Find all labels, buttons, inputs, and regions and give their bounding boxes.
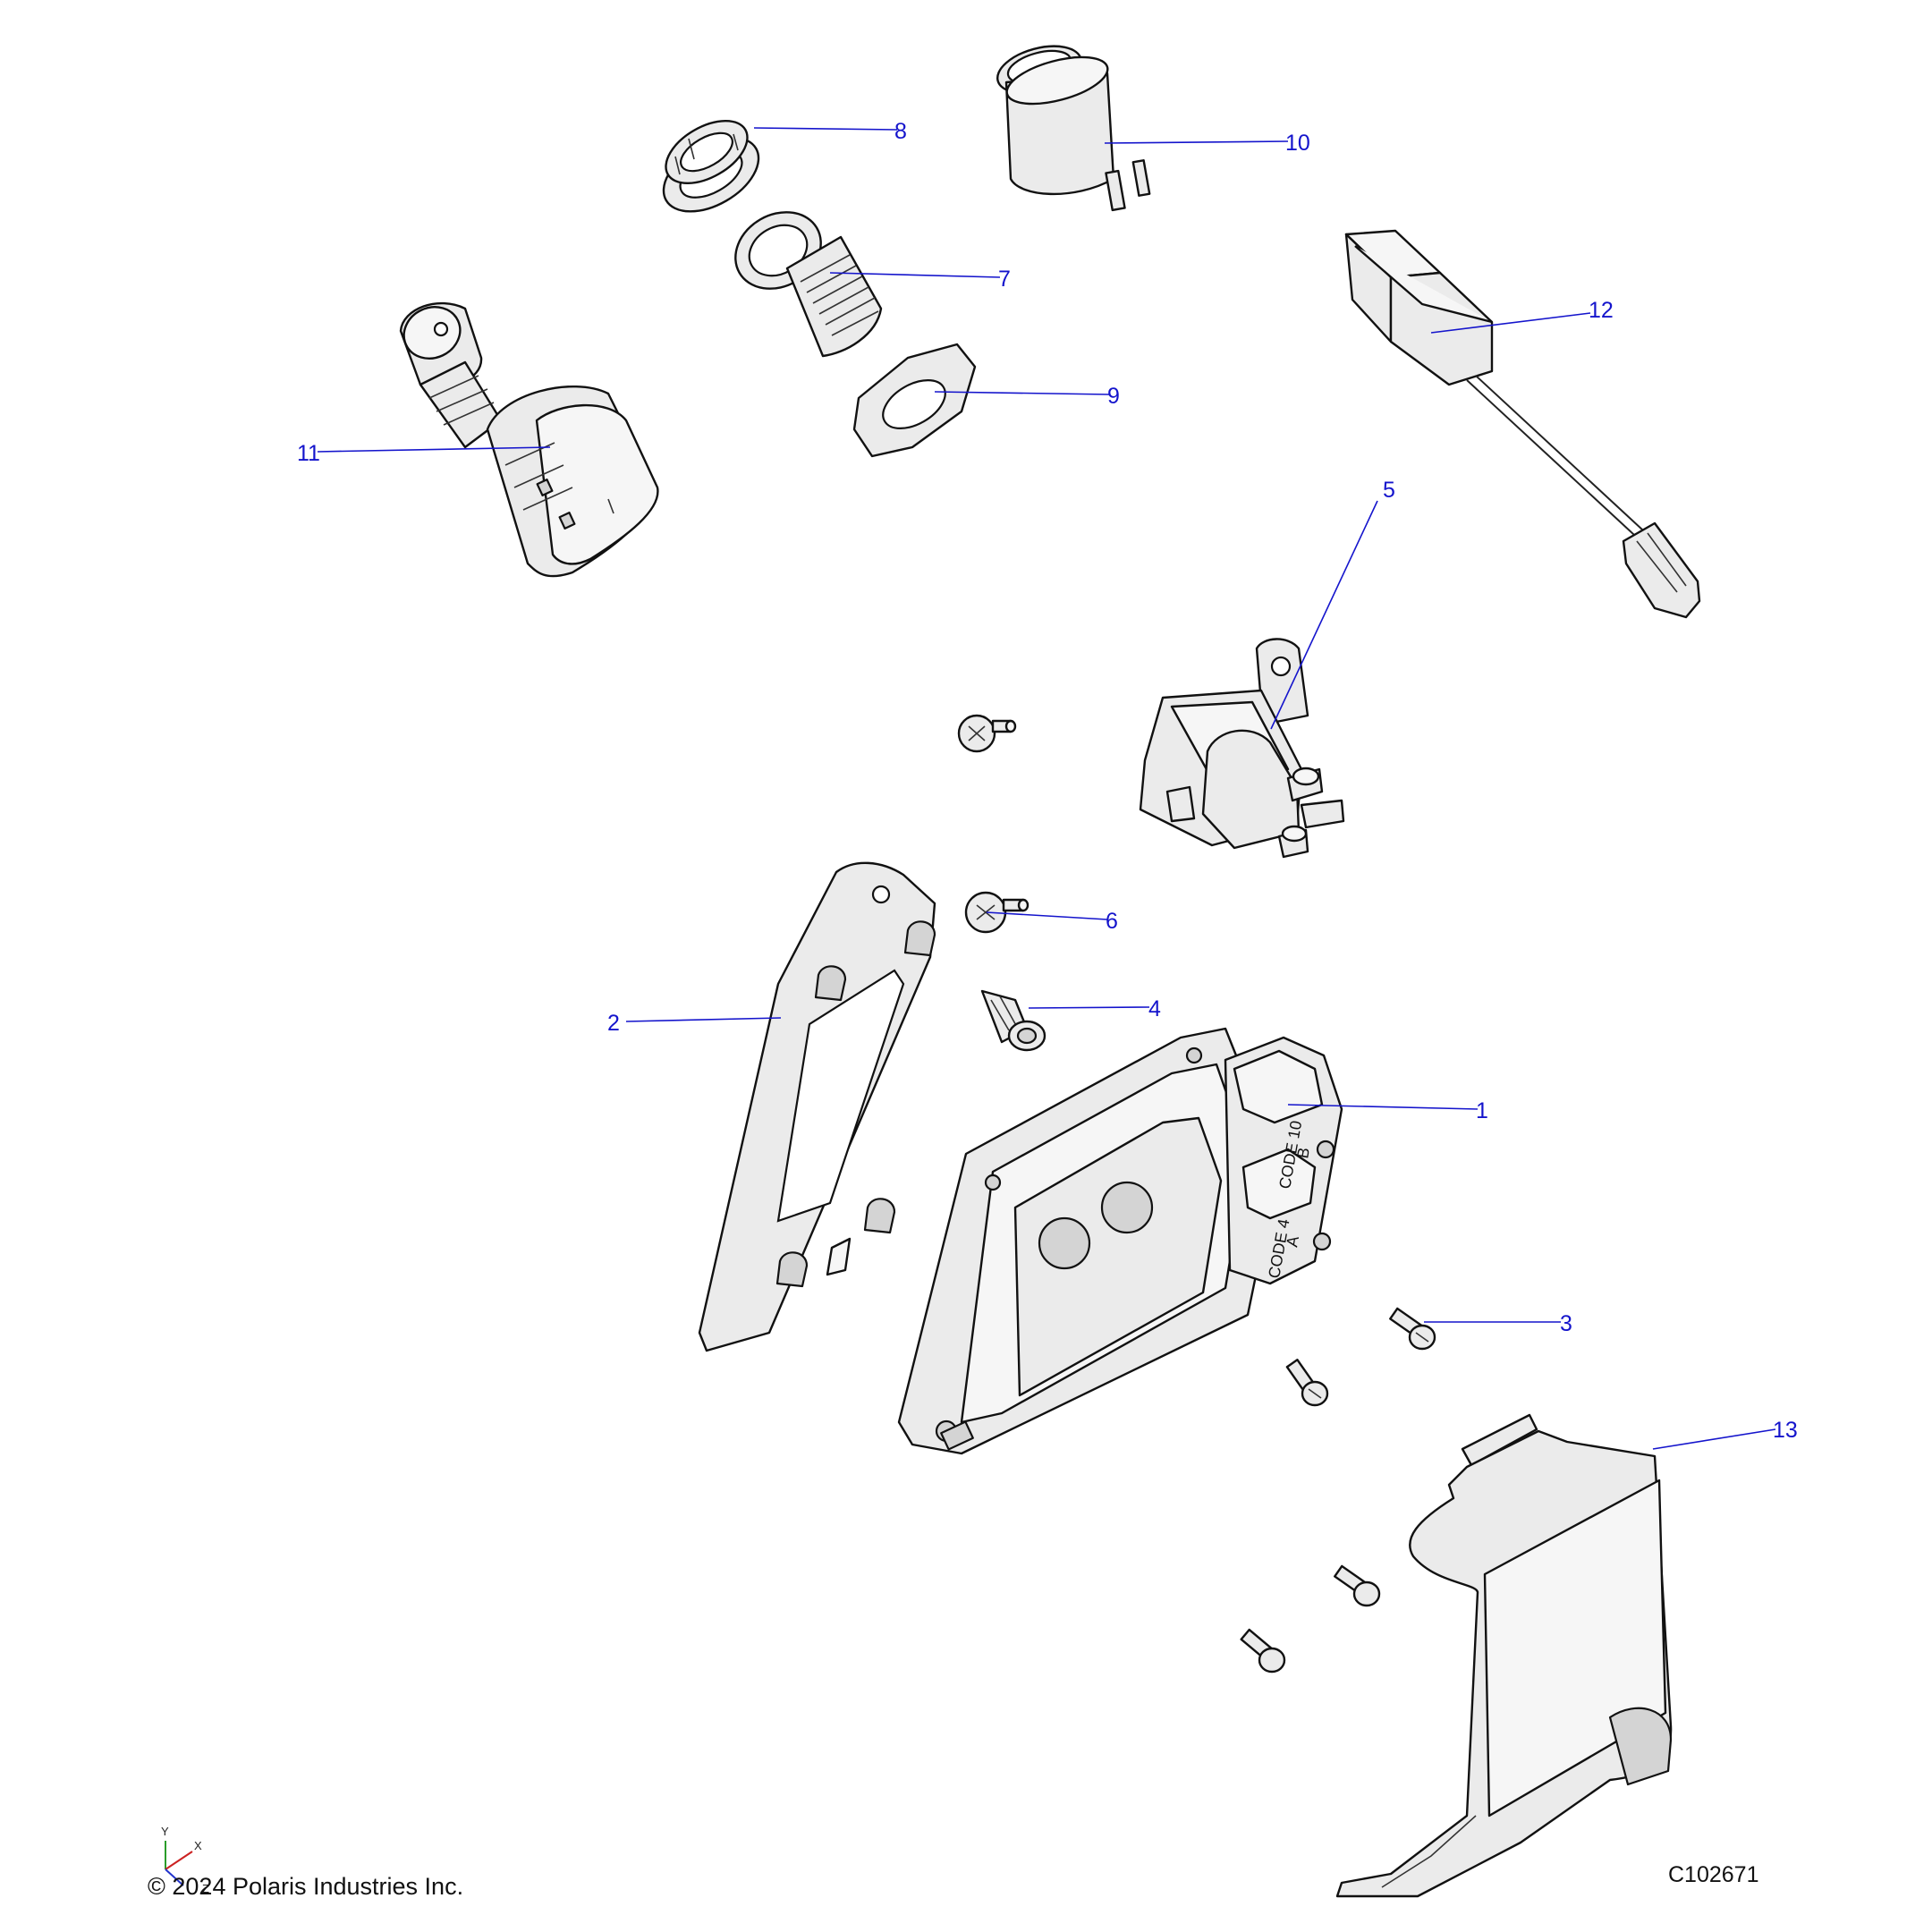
callout-9: 9 [1107, 384, 1120, 409]
part-6-screw [964, 891, 1030, 934]
part-11-ignition-switch [399, 301, 659, 578]
callout-8: 8 [894, 119, 907, 144]
axis-triad: Y X Z [161, 1825, 209, 1895]
leader-9 [934, 391, 1110, 395]
leader-12 [1430, 312, 1591, 334]
callout-1: 1 [1476, 1098, 1488, 1123]
part-9-lock-nut [852, 343, 977, 458]
leader-lines [317, 127, 1776, 1450]
part-12-usb-charger [1344, 229, 1701, 619]
part-7-socket-body [734, 211, 883, 358]
part-4-push-rivet [980, 989, 1046, 1052]
axis-z-label: Z [202, 1882, 209, 1895]
callout-13: 13 [1773, 1418, 1798, 1443]
module-label-code-b-line2: B [1293, 1146, 1313, 1159]
part-13-screw [1334, 1564, 1381, 1607]
drawing-id: C102671 [1668, 1862, 1758, 1887]
copyright-notice: © 2024 Polaris Industries Inc. [148, 1873, 463, 1900]
callout-6: 6 [1106, 909, 1118, 934]
callout-5: 5 [1383, 478, 1395, 503]
callout-2: 2 [607, 1011, 620, 1036]
callout-12: 12 [1589, 298, 1614, 323]
part-5-solenoid [1139, 638, 1345, 859]
callout-11: 11 [297, 441, 320, 466]
leader-10 [1104, 140, 1289, 144]
part-1-ecu-module: CODE 10 B CODE 4 A [897, 1027, 1343, 1455]
leader-11 [317, 446, 551, 453]
part-3-screw [1389, 1307, 1436, 1351]
part-8-ring-nut [662, 119, 760, 213]
leader-4 [1028, 1006, 1150, 1009]
leader-6 [986, 911, 1108, 920]
callout-numbers: 8 10 7 9 11 12 5 6 4 2 1 3 13 [297, 119, 1798, 1443]
leader-13 [1652, 1428, 1776, 1450]
leader-7 [829, 272, 1001, 278]
axis-x-label: X [194, 1839, 202, 1852]
part-6-screw-upper [957, 714, 1017, 753]
part-13-cover [1335, 1413, 1673, 1898]
callout-4: 4 [1148, 996, 1161, 1021]
leader-1 [1287, 1104, 1479, 1110]
callout-3: 3 [1560, 1311, 1572, 1336]
leader-2 [625, 1017, 782, 1022]
part-3-screw-lower [1285, 1359, 1329, 1407]
leader-8 [753, 127, 898, 131]
part-10-power-socket [996, 45, 1151, 212]
callout-7: 7 [998, 267, 1011, 292]
module-label-code-a-line2: A [1283, 1234, 1302, 1248]
leader-5 [1270, 500, 1378, 730]
part-13-screw-lower [1240, 1628, 1286, 1674]
callout-10: 10 [1285, 131, 1310, 156]
axis-y-label: Y [161, 1825, 169, 1838]
part-2-mounting-bracket [698, 861, 936, 1352]
